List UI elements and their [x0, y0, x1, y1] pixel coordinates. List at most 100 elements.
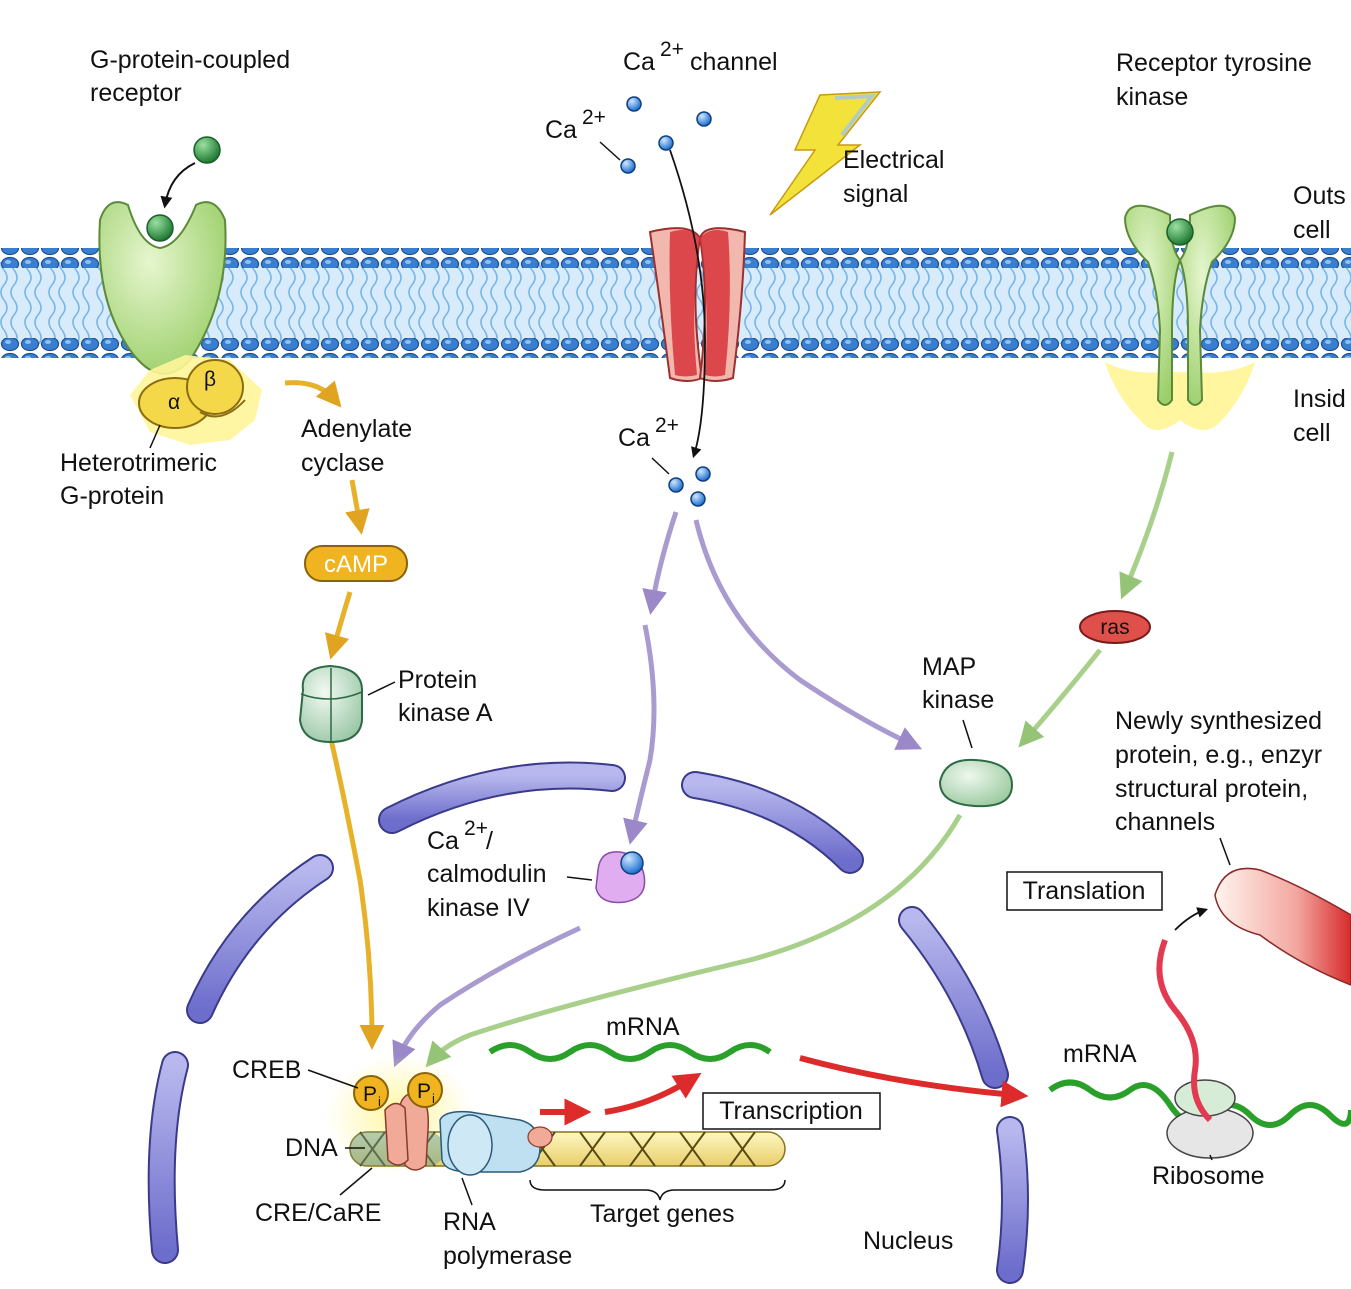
- ca-ion: [690, 491, 706, 507]
- target-genes-label: Target genes: [590, 1200, 735, 1228]
- new-protein-label-line2: protein, e.g., enzyr: [1115, 741, 1322, 769]
- hetero-label-line1: Heterotrimeric: [60, 449, 217, 477]
- ca-inside-label-sup: 2+: [655, 414, 679, 437]
- mapk-label-line2: kinase: [922, 686, 994, 714]
- rtk-to-ras-arrow: [1119, 451, 1175, 600]
- camk-label-sup: 2+: [464, 817, 488, 840]
- camp-to-pka-arrow: [325, 591, 353, 660]
- ligand-binding-arrow: [160, 162, 196, 209]
- ca-to-camk-upper-arrow: [642, 511, 679, 615]
- rnapol-leader: [461, 1177, 473, 1206]
- transcription-arrow-2: [604, 1072, 702, 1115]
- ca-outside-label-sup: 2+: [582, 106, 606, 129]
- mrna-nuclear-label: mRNA: [606, 1013, 680, 1041]
- nucleus-label: Nucleus: [863, 1227, 953, 1255]
- adenylate-label-line1: Adenylate: [301, 415, 412, 443]
- rnapol-label-line2: polymerase: [443, 1242, 572, 1270]
- translation-label: Translation: [1023, 877, 1146, 905]
- ca-channel-label: channel: [690, 48, 778, 76]
- ras-to-mapk-arrow: [1018, 648, 1102, 748]
- receptor-tyrosine-kinase: [1105, 204, 1255, 430]
- nascent-polypeptide: [1156, 938, 1213, 1123]
- camk-label-slash: /: [486, 827, 493, 855]
- camp-label: cAMP: [324, 551, 388, 578]
- new-protein-label-line4: channels: [1115, 808, 1215, 836]
- alpha-label: α: [168, 391, 180, 414]
- lightning-bolt-icon: [769, 91, 882, 216]
- electrical-label-line2: signal: [843, 180, 908, 208]
- ca-to-camk-lower-arrow: [623, 624, 657, 845]
- phosphate-2: P i: [407, 1072, 443, 1108]
- svg-text:P: P: [363, 1083, 377, 1106]
- ca-ion: [668, 477, 684, 493]
- camk-label-line2: calmodulin: [427, 860, 547, 888]
- ca-ion: [620, 158, 636, 174]
- calcium-influx-arrow: [669, 149, 706, 459]
- ca-channel-label-sup: 2+: [660, 38, 684, 61]
- transcription-label: Transcription: [719, 1097, 863, 1125]
- camk-to-creb-arrow: [392, 925, 582, 1068]
- nuclear-envelope: [147, 761, 1029, 1284]
- mapk-leader: [962, 719, 973, 749]
- inside-label-line1: Insid: [1293, 385, 1346, 413]
- hetero-label-line2: G-protein: [60, 482, 164, 510]
- cre-leader: [339, 1167, 373, 1196]
- camk-iv: [595, 851, 646, 904]
- ca-ion: [695, 466, 711, 482]
- transcription-box: [702, 1092, 881, 1130]
- translation-box: [1006, 871, 1163, 911]
- outside-label-line2: cell: [1293, 216, 1331, 244]
- svg-text:i: i: [432, 1091, 435, 1106]
- beta-label: β: [204, 368, 216, 391]
- ca-inside-leader: [651, 457, 670, 475]
- ligand-bound: [146, 214, 174, 242]
- outside-label-line1: Outs: [1293, 182, 1346, 210]
- creb-label: CREB: [232, 1056, 301, 1084]
- map-kinase: [938, 758, 1014, 808]
- camk-leader: [566, 876, 593, 881]
- svg-text:P: P: [417, 1080, 431, 1103]
- rna-polymerase: [439, 1110, 553, 1176]
- ribosome: [1166, 1079, 1254, 1159]
- cre-label: CRE/CaRE: [255, 1199, 381, 1227]
- adenylate-to-camp-arrow: [345, 479, 370, 535]
- ras-pill: ras: [1079, 610, 1151, 644]
- svg-text:i: i: [378, 1094, 381, 1109]
- translation-arrow: [1174, 907, 1209, 931]
- camk-ca-ion: [620, 851, 644, 875]
- gpcr-receptor: [98, 201, 227, 375]
- gprotein-to-adenylate-arrow: [284, 380, 342, 408]
- new-protein-label-line1: Newly synthesized: [1115, 707, 1322, 735]
- mapk-label-line1: MAP: [922, 653, 976, 681]
- pka-label-line2: kinase A: [398, 699, 493, 727]
- new-protein-leader: [1219, 837, 1231, 866]
- ca-outside-leader: [599, 141, 621, 161]
- rtk-label-line2: kinase: [1116, 83, 1188, 111]
- ca-ion: [696, 111, 712, 127]
- pka-label-line1: Protein: [398, 666, 477, 694]
- rtk-label-line1: Receptor tyrosine: [1116, 49, 1312, 77]
- gpcr-label-line1: G-protein-coupled: [90, 46, 290, 74]
- protein-kinase-a: [298, 664, 363, 744]
- g-beta-subunit: [186, 359, 244, 415]
- camk-label-prefix: Ca: [427, 827, 459, 855]
- mrna-cytoplasm-label: mRNA: [1063, 1040, 1137, 1068]
- rtk-ligand: [1166, 218, 1194, 246]
- new-protein-label-line3: structural protein,: [1115, 775, 1308, 803]
- creb-protein: [384, 1093, 430, 1171]
- mapk-to-creb-arrow: [425, 813, 963, 1068]
- ca-outside-label: Ca: [545, 116, 577, 144]
- rnapol-label-line1: RNA: [443, 1208, 496, 1236]
- mrna-export-arrow: [799, 1055, 1029, 1108]
- ligand-free: [193, 136, 221, 164]
- ras-label: ras: [1100, 616, 1129, 639]
- camp-pill: cAMP: [304, 545, 408, 582]
- g-protein: α β: [130, 355, 262, 445]
- electrical-label-line1: Electrical: [843, 146, 944, 174]
- ca-to-mapk-arrow: [693, 519, 923, 750]
- gprotein-leader: [149, 424, 161, 449]
- new-protein: [1214, 867, 1351, 986]
- target-genes-brace: [529, 1179, 786, 1201]
- inside-label-line2: cell: [1293, 419, 1331, 447]
